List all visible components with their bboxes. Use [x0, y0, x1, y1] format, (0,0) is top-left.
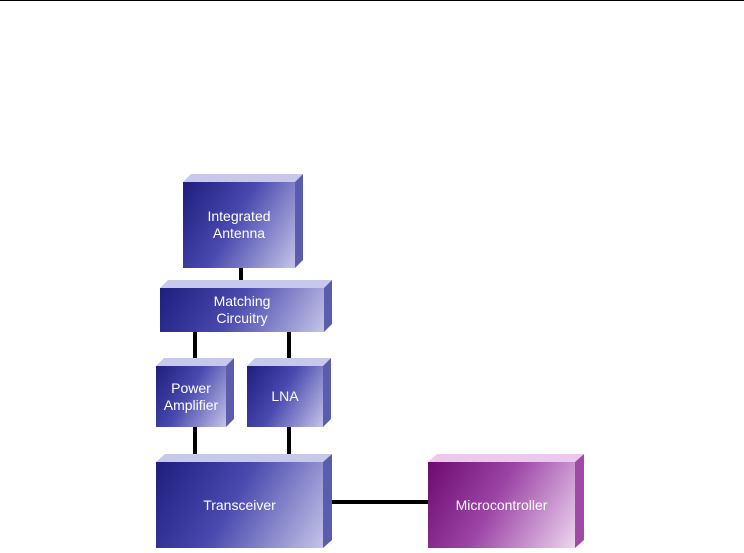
power-amplifier-label: Power Amplifier	[156, 366, 226, 427]
transceiver-label: Transceiver	[156, 462, 323, 548]
microcontroller-label: Microcontroller	[428, 462, 575, 548]
matching-circuitry-label: Matching Circuitry	[160, 288, 324, 332]
lna-label: LNA	[247, 366, 323, 427]
antenna-label: Integrated Antenna	[183, 182, 295, 268]
